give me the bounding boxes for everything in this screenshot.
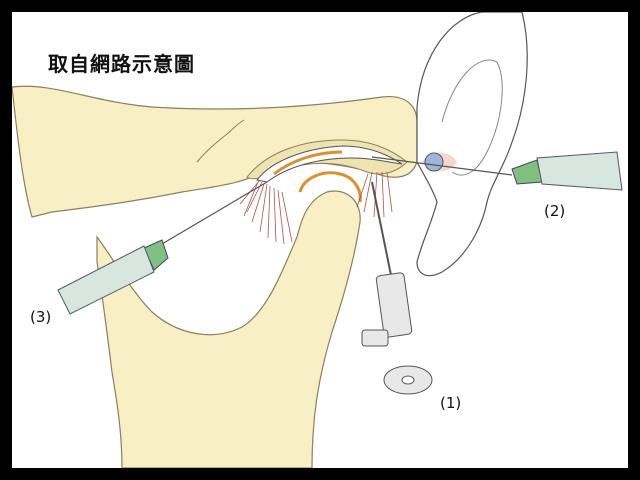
diagram-title: 取自網路示意圖	[48, 52, 195, 76]
arthroscope-port	[361, 329, 389, 347]
arthroscope-body	[375, 272, 413, 338]
arthroscope-shaft	[371, 181, 393, 281]
label-arthroscope: (1)	[440, 394, 462, 412]
needle-2-shaft	[371, 156, 513, 176]
needle-3-hub	[143, 239, 169, 271]
condyle-cartilage	[298, 171, 362, 203]
arthroscope-lens	[401, 375, 415, 385]
ligament-fibers-right	[356, 171, 393, 218]
mandible	[96, 190, 361, 468]
syringe-2-body	[536, 151, 623, 191]
syringe-3-body	[57, 245, 155, 315]
ear	[416, 12, 528, 277]
label-needle-left: (3)	[30, 308, 52, 326]
disc-orange-band	[273, 150, 343, 176]
needle-2-hub	[511, 159, 543, 185]
needle-3-shaft	[161, 181, 268, 245]
ligament-fibers-left	[239, 179, 293, 245]
diagram-canvas: 取自網路示意圖 (1) (2) (3)	[12, 12, 628, 468]
bone-suture-line	[196, 119, 245, 163]
tmj-diagram	[12, 12, 623, 468]
ear-canal-opening	[424, 152, 444, 172]
label-needle-right: (2)	[544, 202, 566, 220]
articular-disc	[256, 145, 403, 183]
